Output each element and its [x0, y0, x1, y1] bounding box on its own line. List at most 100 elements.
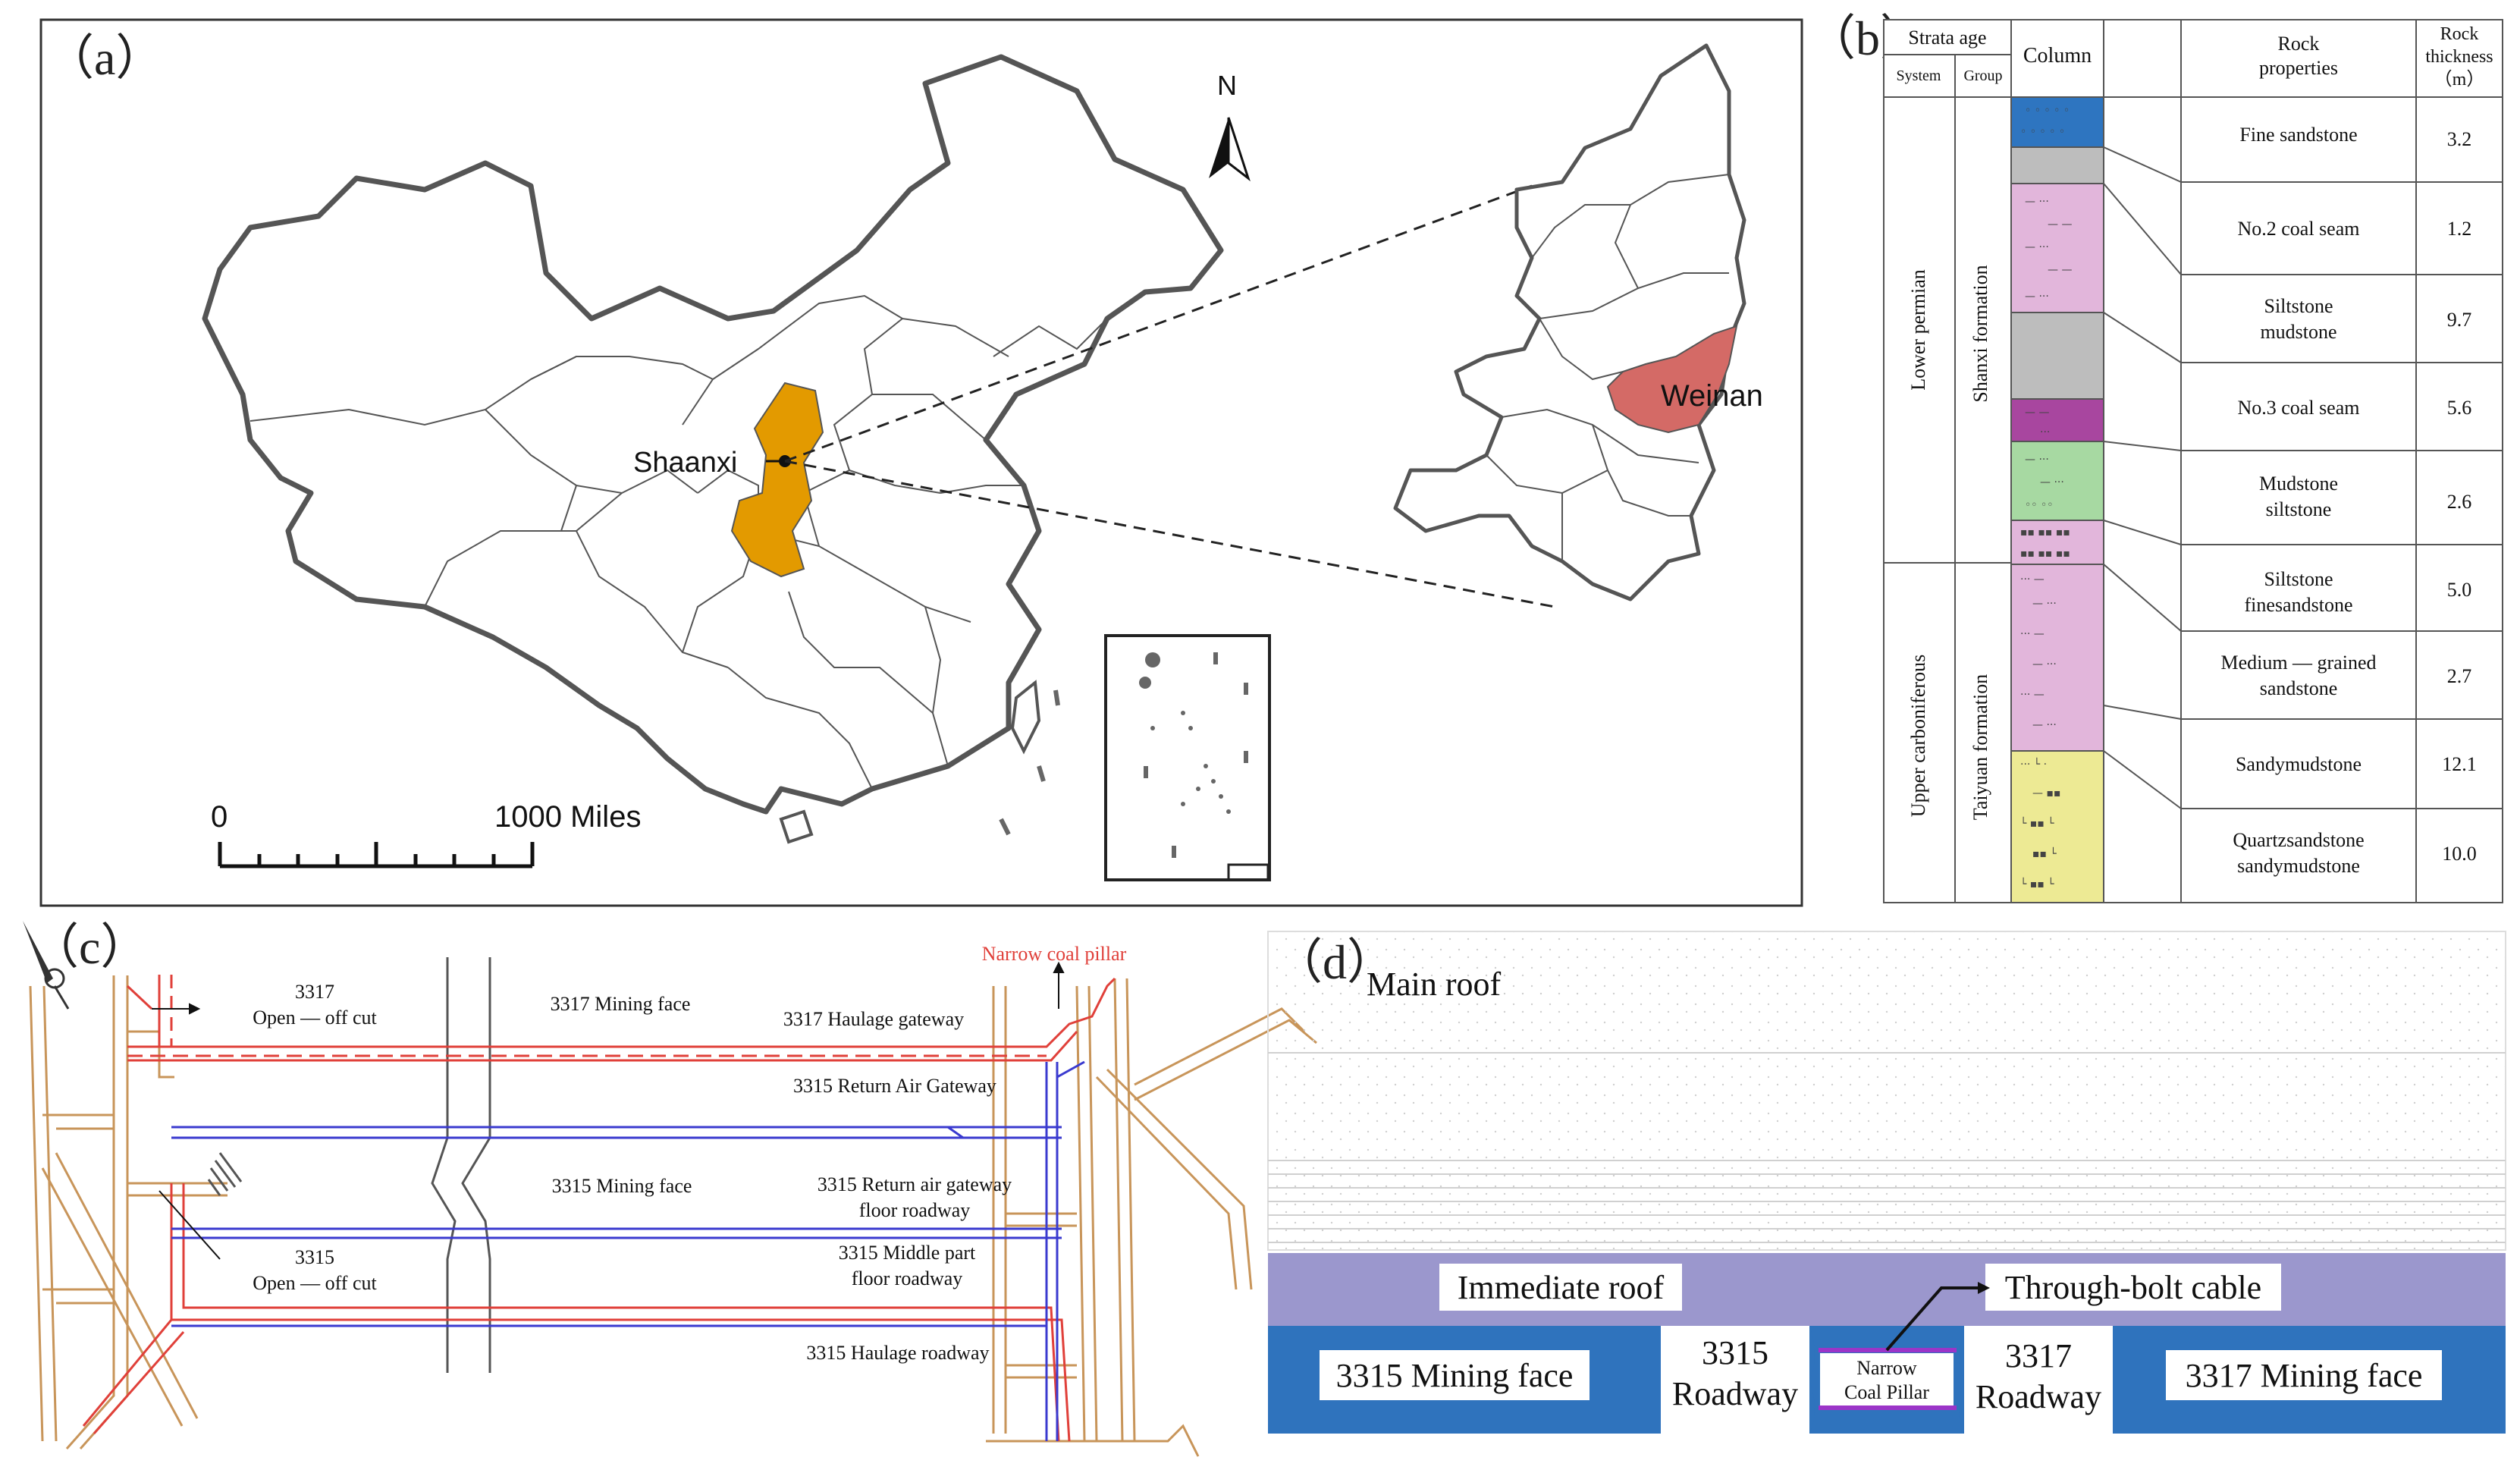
svg-text:···: ··· [2040, 426, 2050, 438]
sea-island-mark-3 [999, 818, 1011, 836]
svg-text:◦ ◦ ◦ ◦ ◦: ◦ ◦ ◦ ◦ ◦ [2025, 105, 2070, 117]
strata-layer-coal-2 [2010, 146, 2104, 184]
rock-name-7a: Medium — grained [2220, 652, 2376, 674]
panel-c: （c） [23, 920, 1317, 1457]
north-arrow-icon: N [1209, 70, 1251, 182]
shaanxi-enlarged-outline [1393, 43, 1746, 601]
strata-layer-mudstone-top [2010, 398, 2104, 442]
open-off-3317-num: 3317 [295, 981, 334, 1003]
svg-text:— —: — — [2048, 264, 2072, 276]
roadway-3317-num: 3317 [2005, 1337, 2072, 1374]
panel-d-label: （d） [1274, 935, 1395, 989]
roadway-3315 [1661, 1326, 1809, 1434]
annotation-arrows [152, 961, 1065, 1260]
svg-text:— ···: — ··· [2025, 241, 2049, 253]
roadway-3317-label: Roadway [1976, 1378, 2101, 1415]
svg-text:▪▪ ▪▪ ▪▪: ▪▪ ▪▪ ▪▪ [2020, 526, 2070, 539]
mining-face-3315-d-label: 3315 Mining face [1336, 1357, 1574, 1394]
system-lower-permian: Lower permian [1907, 269, 1929, 391]
rock-thickness-9: 10.0 [2442, 843, 2477, 865]
rock-thickness-1: 3.2 [2447, 128, 2472, 150]
strata-layer-coal-3 [2010, 312, 2104, 400]
open-off-3315-label: Open — off cut [253, 1272, 377, 1294]
rock-thickness-5: 2.6 [2447, 491, 2472, 513]
main-roof-label: Main roof [1367, 966, 1502, 1003]
return-air-gateway-3315-label: 3315 Return Air Gateway [793, 1075, 996, 1097]
shaanxi-city-borders [1486, 174, 1730, 561]
rock-thickness-7: 2.7 [2447, 665, 2472, 687]
rock-name-8: Sandymudstone [2236, 753, 2362, 775]
roadway-3315-label: Roadway [1672, 1375, 1798, 1412]
cable-pointer-line [1885, 1286, 1981, 1352]
svg-text:— ···: — ··· [2032, 719, 2057, 731]
projection-line-top [784, 184, 1533, 463]
through-bolt-label-box [1985, 1264, 2281, 1311]
svg-text:··· —: ··· — [2020, 689, 2045, 701]
group-shanxi-formation: Shanxi formation [1969, 265, 1991, 402]
fault-lines [431, 957, 491, 1373]
svg-text:— ···: — ··· [2032, 658, 2057, 671]
roadway-3315-num: 3315 [1702, 1334, 1768, 1371]
strata-column: ◦ ◦ ◦ ◦ ◦◦ ◦ ◦ ◦ ◦ — ···— —— ··· — —— ··… [2010, 96, 2104, 903]
svg-text:▪▪ └: ▪▪ └ [2032, 847, 2057, 860]
rock-name-5a: Mudstone [2259, 473, 2338, 495]
svg-text:··· —: ··· — [2020, 573, 2045, 586]
narrow-pillar-label-2: Coal Pillar [1844, 1381, 1929, 1403]
rock-name-6a: Siltstone [2264, 568, 2333, 590]
rock-name-7b: sandstone [2260, 677, 2338, 699]
svg-text:— ···: — ··· [2025, 291, 2049, 303]
weinan-region [1606, 325, 1738, 434]
sea-island-mark [1053, 689, 1060, 706]
header-group: Group [1963, 68, 2002, 84]
haulage-gateway-3317-label: 3317 Haulage gateway [783, 1008, 964, 1030]
panel-d: （d） Main roof Immediate roof Through-bol… [1267, 931, 2506, 1434]
header-column: Column [2023, 44, 2092, 68]
rock-thickness-6: 5.0 [2447, 579, 2472, 601]
rock-name-2: No.2 coal seam [2237, 218, 2359, 240]
svg-text:— —: — — [2025, 407, 2049, 419]
header-strata-age: Strata age [1908, 27, 1986, 49]
blue-roadways [171, 1060, 1085, 1441]
open-off-3315-num: 3315 [295, 1246, 334, 1268]
mining-face-3317-box [2166, 1350, 2442, 1400]
rock-thickness-4: 5.6 [2447, 397, 2472, 419]
rock-name-3b: mudstone [2260, 321, 2336, 343]
weinan-label: Weinan [1661, 379, 1763, 413]
taiwan-island [1010, 680, 1041, 755]
return-air-floor-3315-label-2: floor roadway [859, 1199, 971, 1221]
red-roadways [82, 975, 1116, 1442]
hatch-marker [207, 1152, 243, 1196]
middle-part-3315-label-2: floor roadway [852, 1267, 963, 1289]
header-rock-properties-1: Rock [2278, 33, 2320, 55]
mining-face-3317-d-label: 3317 Mining face [2186, 1357, 2423, 1394]
svg-text:— —: — — [2048, 218, 2072, 231]
svg-text:▪▪ ▪▪ ▪▪: ▪▪ ▪▪ ▪▪ [2020, 548, 2070, 560]
narrow-coal-pillar-label: Narrow coal pillar [982, 943, 1127, 965]
mining-face-3317-label: 3317 Mining face [551, 993, 691, 1015]
projection-line-bottom [784, 460, 1555, 608]
hainan-island [779, 809, 814, 844]
open-off-3317-label: Open — off cut [253, 1007, 377, 1029]
svg-text:··· └ ·: ··· └ · [2020, 758, 2047, 771]
strata-layer-sandymudstone [2010, 564, 2104, 752]
strata-layer-quartzsandstone [2010, 750, 2104, 903]
svg-text:└ ▪▪ └: └ ▪▪ └ [2020, 878, 2054, 890]
rock-name-4: No.3 coal seam [2237, 397, 2359, 419]
inset-islands [1139, 652, 1248, 858]
rock-name-3a: Siltstone [2264, 295, 2333, 317]
immediate-roof-label: Immediate roof [1458, 1269, 1665, 1306]
svg-text:— ···: — ··· [2040, 476, 2064, 488]
middle-part-3315-label-1: 3315 Middle part [839, 1242, 976, 1264]
strata-texture: ◦ ◦ ◦ ◦ ◦◦ ◦ ◦ ◦ ◦ — ···— —— ··· — —— ··… [2020, 105, 2072, 890]
svg-text:··· —: ··· — [2020, 628, 2045, 640]
svg-text:N: N [1217, 70, 1237, 101]
rock-thickness-2: 1.2 [2447, 218, 2472, 240]
shaanxi-label: Shaanxi [633, 447, 737, 479]
svg-text:— ···: — ··· [2032, 598, 2057, 610]
main-roof-layer [1267, 931, 2506, 1251]
svg-text:0: 0 [211, 800, 228, 834]
rock-thickness-3: 9.7 [2447, 309, 2472, 331]
header-rock-thickness-1: Rock [2440, 24, 2479, 44]
sea-island-mark-2 [1037, 765, 1046, 782]
header-rock-thickness-2: thickness [2425, 47, 2493, 67]
